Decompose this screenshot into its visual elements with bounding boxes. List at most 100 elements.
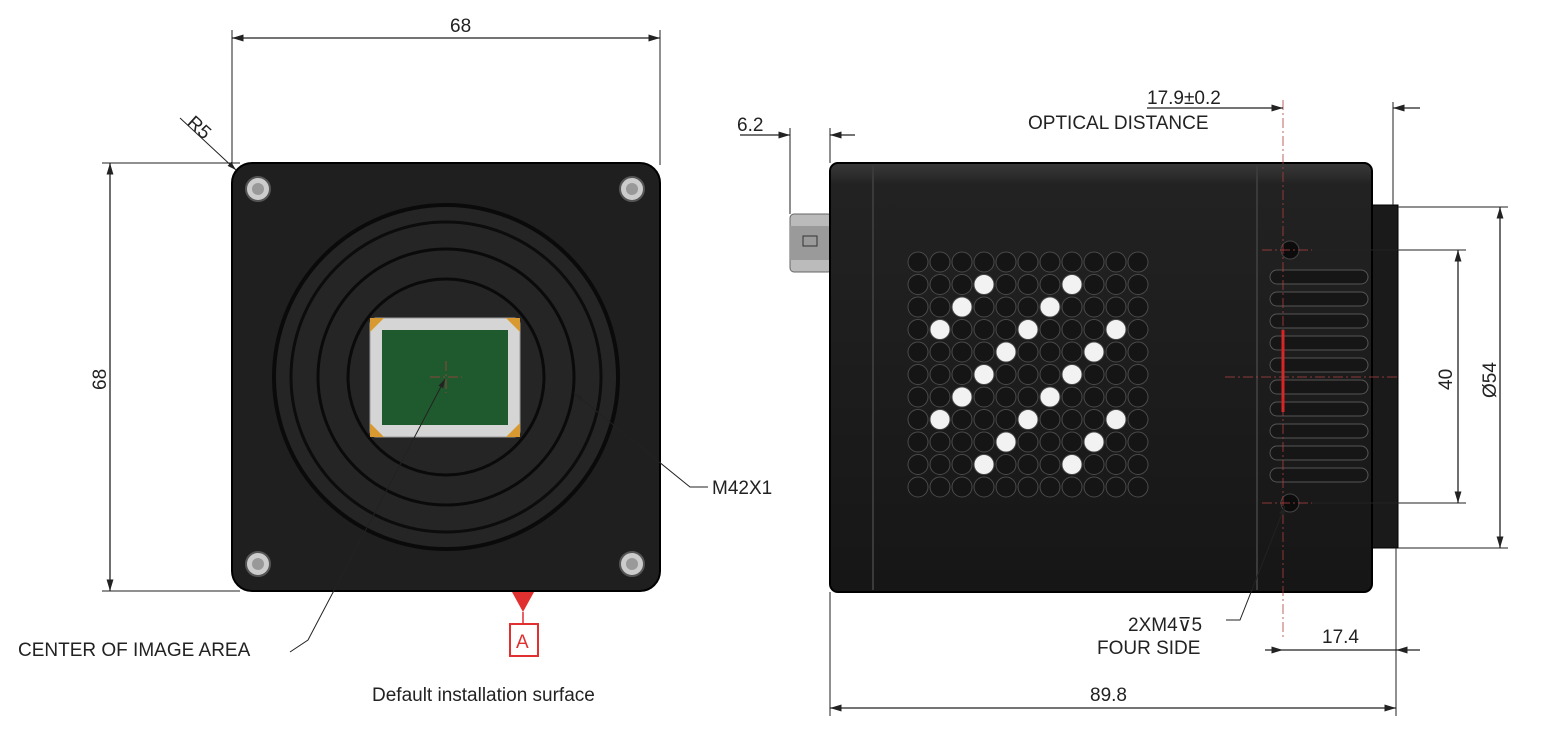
vent-hole	[1017, 364, 1039, 385]
vent-hole	[907, 341, 929, 363]
vent-hole	[1017, 341, 1039, 363]
vent-hole	[1061, 386, 1083, 408]
vent-hole	[907, 386, 929, 408]
vent-hole	[1061, 296, 1083, 318]
vent-hole	[1061, 319, 1083, 340]
vent-hole	[929, 431, 951, 453]
vent-hole	[973, 251, 995, 273]
screw-icon	[245, 551, 271, 577]
vent-hole	[1083, 409, 1105, 430]
hole-spacing-label: 40	[1436, 369, 1457, 390]
mount-diameter-dimension: Ø54	[1398, 206, 1508, 549]
vent-hole	[1061, 364, 1083, 385]
vent-hole	[929, 386, 951, 408]
vent-hole	[907, 319, 929, 340]
vent-hole	[995, 476, 1017, 498]
mount-thread-label: M42X1	[712, 478, 772, 499]
vent-hole	[1127, 296, 1149, 318]
vent-hole	[951, 251, 973, 273]
vent-hole	[1105, 319, 1127, 340]
screw-icon	[619, 176, 645, 202]
optical-distance-dimension: 17.9±0.2 OPTICAL DISTANCE	[1028, 88, 1420, 205]
vent-hole	[1039, 364, 1061, 385]
vent-hole	[1083, 341, 1105, 363]
cooling-slot	[1269, 467, 1369, 483]
vent-hole	[1017, 476, 1039, 498]
vent-hole	[1017, 296, 1039, 318]
connector	[789, 213, 833, 273]
vent-hole	[1127, 341, 1149, 363]
vent-hole	[995, 409, 1017, 430]
vent-hole	[1105, 431, 1127, 453]
vent-hole	[973, 409, 995, 430]
mount-thread-callout: M42X1	[573, 392, 772, 499]
fan-vent-grille	[907, 251, 1149, 498]
vent-hole	[995, 296, 1017, 318]
vent-hole	[1105, 476, 1127, 498]
corner-screws	[245, 176, 645, 577]
vent-hole	[1017, 431, 1039, 453]
vent-hole	[973, 341, 995, 363]
image-center-label: CENTER OF IMAGE AREA	[18, 640, 251, 661]
hole-offset-dimension: 17.4	[1265, 548, 1420, 716]
vent-hole	[995, 341, 1017, 363]
vent-hole	[1083, 319, 1105, 340]
vent-hole	[995, 319, 1017, 340]
vent-hole	[929, 251, 951, 273]
cooling-slot	[1269, 445, 1369, 461]
vent-hole	[1061, 341, 1083, 363]
vent-hole	[1039, 341, 1061, 363]
vent-hole	[907, 409, 929, 430]
vent-hole	[973, 319, 995, 340]
vent-hole	[1039, 431, 1061, 453]
vent-hole	[973, 431, 995, 453]
hole-spacing-dimension: 40	[1312, 249, 1466, 504]
vent-hole	[1105, 296, 1127, 318]
cooling-slot	[1269, 357, 1369, 373]
vent-hole	[1039, 319, 1061, 340]
vent-hole	[973, 476, 995, 498]
image-center-callout: CENTER OF IMAGE AREA	[18, 378, 446, 661]
cooling-slot	[1269, 335, 1369, 351]
screw-icon	[245, 176, 271, 202]
vent-hole	[1127, 251, 1149, 273]
vent-hole	[995, 431, 1017, 453]
connector-icon	[802, 235, 818, 247]
cooling-slot	[1269, 291, 1369, 307]
vent-hole	[1083, 454, 1105, 475]
screw-spec-note: FOUR SIDE	[1097, 638, 1200, 659]
hole-offset-label: 17.4	[1322, 627, 1359, 648]
vent-hole	[995, 274, 1017, 295]
datum-caption: Default installation surface	[372, 685, 595, 706]
vent-hole	[907, 476, 929, 498]
vent-hole	[995, 386, 1017, 408]
vent-hole	[1127, 386, 1149, 408]
vent-hole	[951, 364, 973, 385]
vent-hole	[1017, 409, 1039, 430]
vent-hole	[1061, 454, 1083, 475]
front-width-dimension: 68	[231, 16, 661, 165]
mount-diameter-label: Ø54	[1480, 362, 1501, 398]
vent-hole	[1127, 431, 1149, 453]
screw-icon	[619, 551, 645, 577]
vent-hole	[1127, 476, 1149, 498]
vent-hole	[1105, 386, 1127, 408]
vent-hole	[951, 274, 973, 295]
vent-hole	[1127, 364, 1149, 385]
vent-hole	[951, 476, 973, 498]
vent-hole	[973, 386, 995, 408]
vent-hole	[1039, 454, 1061, 475]
vent-hole	[907, 251, 929, 273]
vent-hole	[951, 409, 973, 430]
vent-hole	[1083, 296, 1105, 318]
vent-hole	[929, 296, 951, 318]
front-height-dimension: 68	[90, 162, 240, 592]
vent-hole	[907, 296, 929, 318]
vent-hole	[1105, 274, 1127, 295]
front-width-label: 68	[450, 16, 471, 37]
vent-hole	[907, 431, 929, 453]
length-label: 89.8	[1090, 685, 1127, 706]
vent-hole	[1127, 274, 1149, 295]
